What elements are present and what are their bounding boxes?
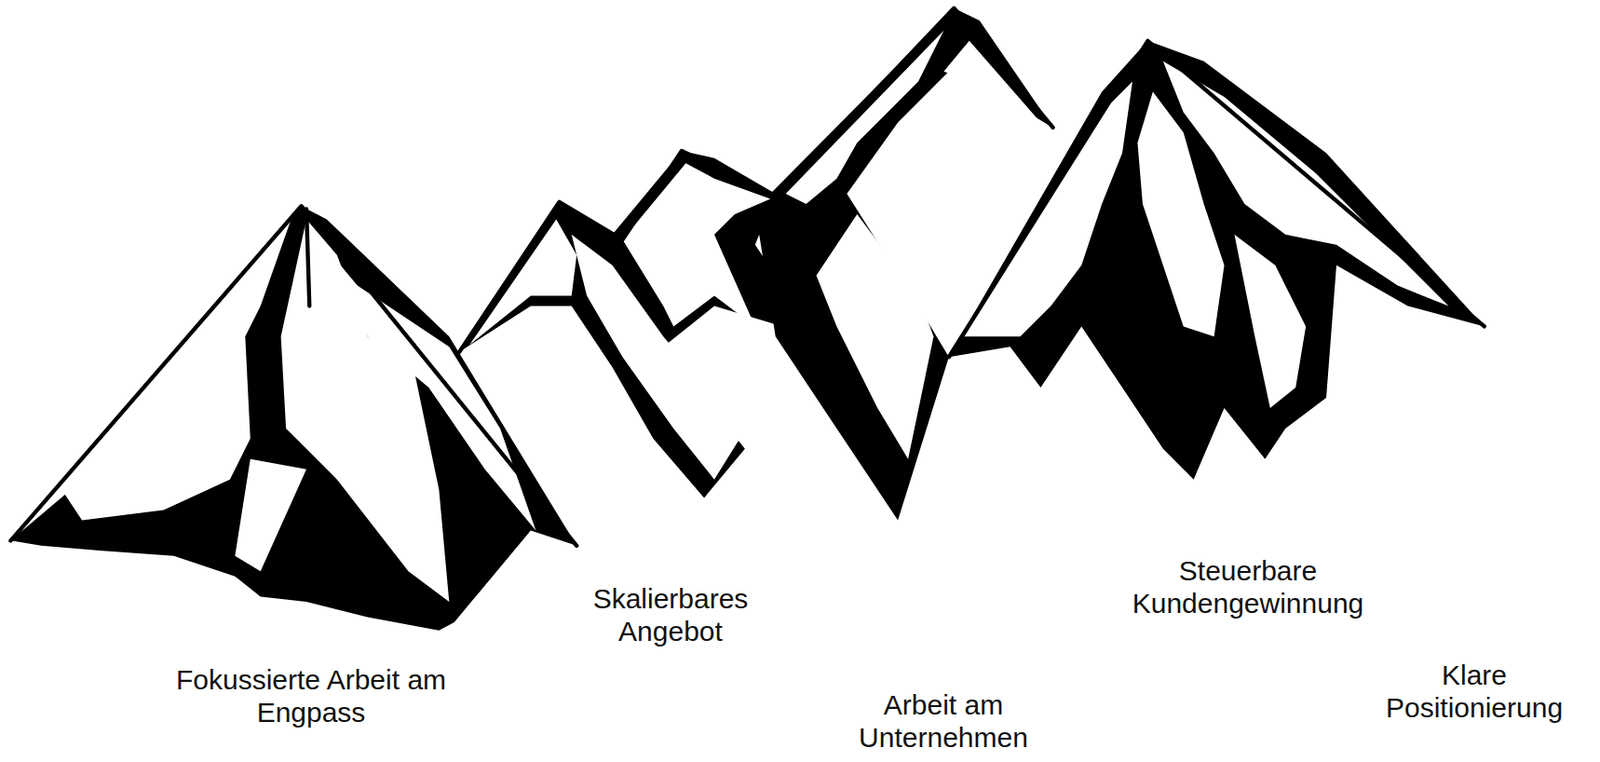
stage-label: Steuerbare Kundengewinnung [1108, 555, 1388, 620]
stage-label: Klare Positionierung [1371, 659, 1577, 724]
stage-label: Fokussierte Arbeit am Engpass [134, 664, 489, 729]
stage-label: Skalierbares Angebot [558, 583, 783, 648]
stage-label: Arbeit am Unternehmen [827, 689, 1060, 754]
